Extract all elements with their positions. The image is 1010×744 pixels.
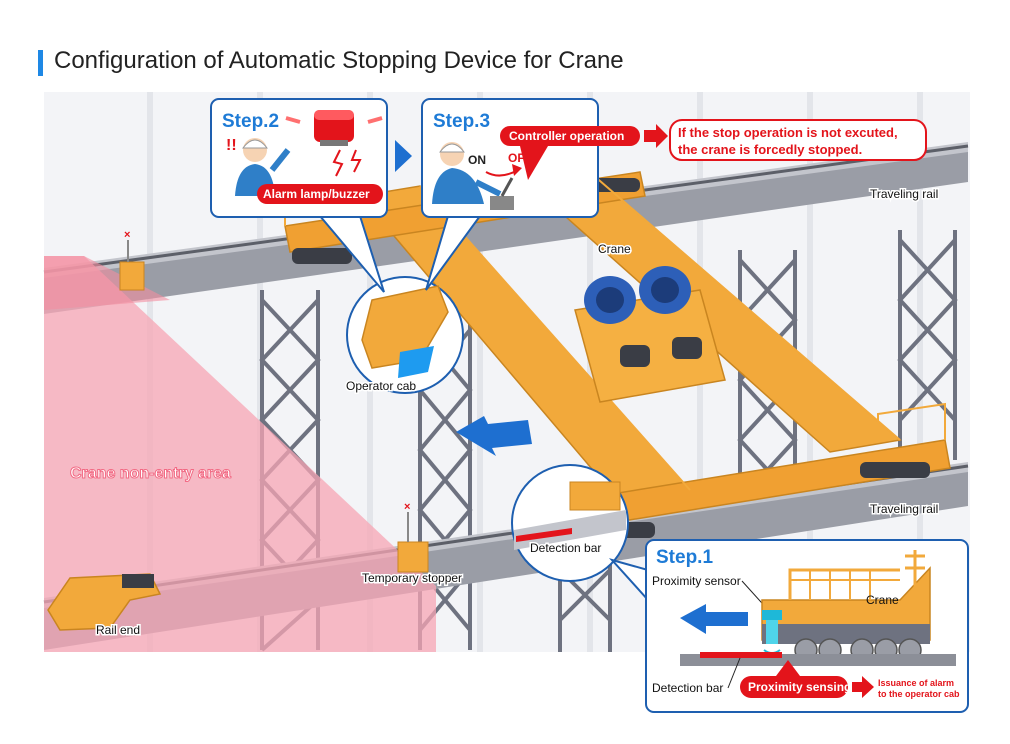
- travel-direction-arrow: [456, 416, 532, 456]
- worker-controller-figure: [432, 142, 514, 210]
- hoist-drums: [584, 266, 691, 324]
- step1-title: Step.1: [656, 547, 713, 568]
- traveling-rail-top-label: Traveling rail: [870, 187, 938, 201]
- proximity-sensing-tail: [776, 660, 800, 676]
- title-accent-bar: [38, 50, 43, 76]
- proximity-sensor-label: Proximity sensor: [652, 574, 741, 588]
- alarm-lamp-icon: [285, 110, 383, 177]
- proximity-sensing-bg: [740, 676, 848, 698]
- operator-cab-window: [398, 346, 434, 378]
- non-entry-area: [44, 256, 436, 652]
- svg-text:×: ×: [404, 501, 410, 513]
- traveling-rail-bottom-label: Traveling rail: [870, 502, 938, 516]
- controller-bubble: [500, 126, 640, 146]
- controller-switch-arrowhead: [512, 164, 522, 176]
- controller-on-label: ON: [468, 153, 486, 167]
- rail-end-bumper: [122, 574, 154, 588]
- proximity-sensing-label: Proximity sensing: [748, 680, 851, 694]
- hoist-motors: [620, 337, 702, 367]
- controller-operation-label: Controller operation: [509, 129, 624, 143]
- forced-stop-arrow: [644, 124, 668, 148]
- alarm-issue-line1: Issuance of alarm: [878, 678, 954, 688]
- temporary-stopper-top: ×: [119, 229, 145, 291]
- step2-title: Step.2: [222, 111, 279, 132]
- operator-cab-label: Operator cab: [346, 379, 416, 393]
- temporary-stopper-label: Temporary stopper: [362, 571, 462, 585]
- detection-bar-label: Detection bar: [530, 541, 601, 555]
- traveling-rail-top-girder: [44, 150, 968, 314]
- forced-stop-line1: If the stop operation is not excuted,: [678, 125, 898, 140]
- step1-detection-bar-label: Detection bar: [652, 681, 723, 695]
- non-entry-area-label: Crane non-entry area: [70, 465, 231, 482]
- crane-label: Crane: [598, 242, 631, 256]
- rail-end-label: Rail end: [96, 623, 140, 637]
- detection-bar-zoom-bar: [516, 528, 572, 542]
- step1-detection-bar-leader: [727, 657, 741, 689]
- alarm-issue-arrow: [852, 676, 874, 698]
- temporary-stopper-bottom: ×: [397, 501, 429, 573]
- alarm-label-bg: [257, 184, 383, 204]
- diagram-title: Configuration of Automatic Stopping Devi…: [54, 47, 624, 74]
- step3-title: Step.3: [433, 111, 490, 132]
- controller-bubble-tail: [520, 146, 548, 180]
- svg-text:!!: !!: [226, 137, 237, 154]
- step1-detection-bar: [700, 652, 782, 658]
- alarm-issue-line2: to the operator cab: [878, 689, 960, 699]
- svg-text:×: ×: [124, 229, 130, 241]
- non-entry-area-top: [44, 256, 170, 310]
- forced-stop-line2: the crane is forcedly stopped.: [678, 142, 862, 157]
- step-progress-arrow: [395, 140, 412, 172]
- step1-direction-arrow: [680, 604, 748, 634]
- step1-crane-label: Crane: [866, 593, 899, 607]
- alarm-label: Alarm lamp/buzzer: [263, 187, 370, 201]
- detection-bar-zoom-truck: [569, 481, 621, 511]
- forced-stop-note-box: [669, 119, 927, 161]
